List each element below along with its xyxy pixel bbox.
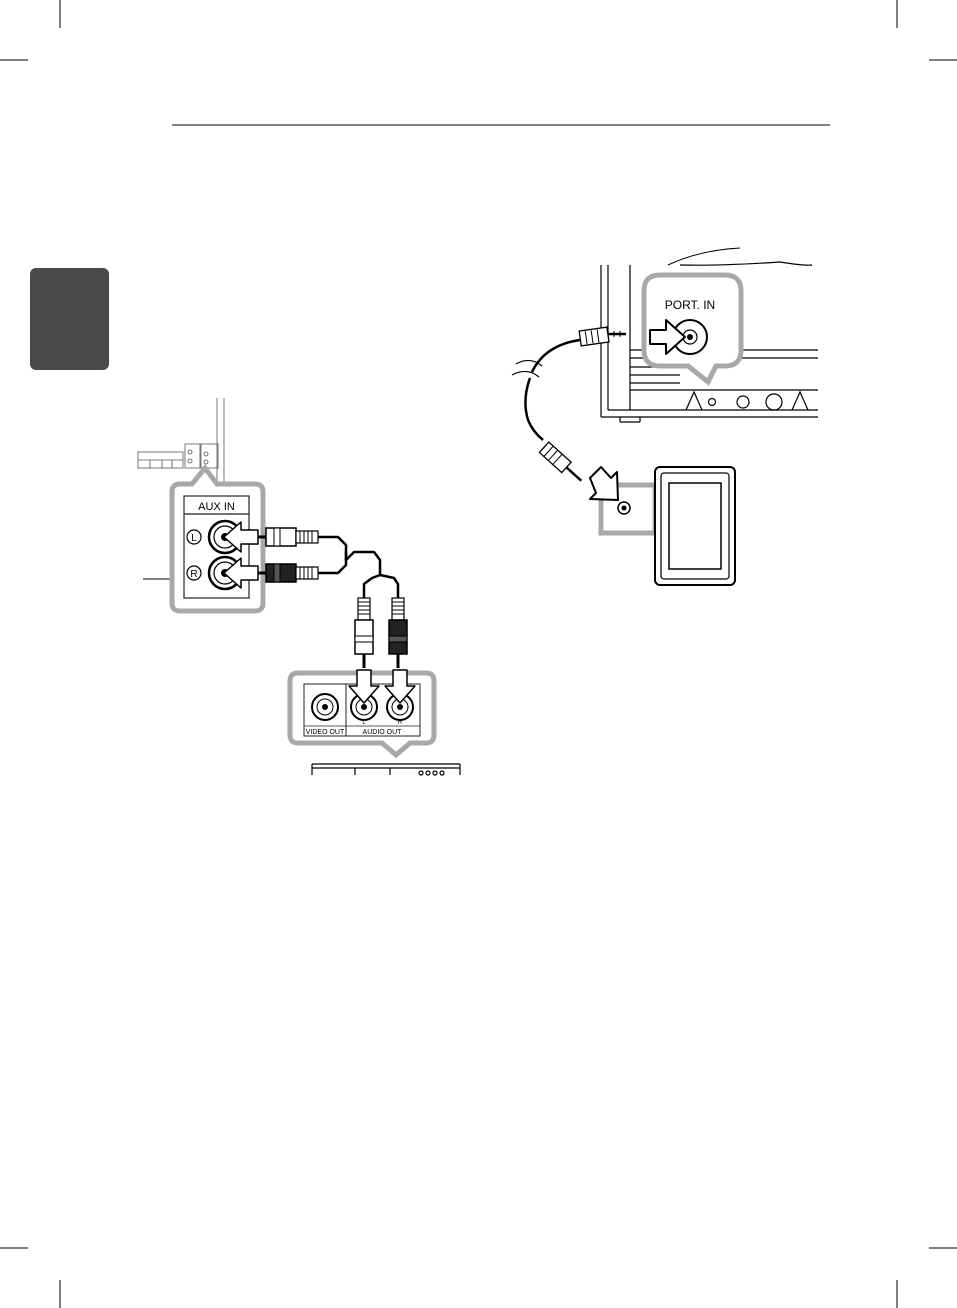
rca-plug-black-right [258, 564, 318, 582]
rca-plug-white-vertical [355, 598, 373, 668]
aux-in-title: AUX IN [198, 501, 235, 513]
aux-left-label: L [191, 533, 197, 544]
rca-cable [318, 537, 398, 598]
arrow-diagonal-icon [590, 467, 618, 500]
section-tab [30, 268, 109, 370]
video-out-label: VIDEO OUT [306, 729, 345, 736]
stereo-cable [525, 340, 580, 440]
portable-jack-center [622, 506, 627, 511]
rca-plug-black-vertical [389, 598, 407, 668]
stereo-plug-lower [539, 442, 586, 486]
port-in-label: PORT. IN [665, 298, 715, 312]
aux-right-label: R [190, 569, 197, 580]
rca-plug-white-left [258, 528, 318, 546]
portable-connection-diagram: PORT. IN [512, 248, 818, 585]
unit-rear-panel [138, 398, 224, 485]
video-out-jack [312, 694, 338, 720]
source-device [312, 764, 460, 775]
portable-device [655, 467, 735, 585]
cable-break [512, 360, 542, 377]
audio-out-r-label: R [398, 720, 403, 726]
aux-connection-diagram: AUX IN L R [138, 398, 460, 775]
audio-out-label: AUDIO OUT [363, 729, 403, 736]
stereo-plug-upper [579, 327, 626, 346]
